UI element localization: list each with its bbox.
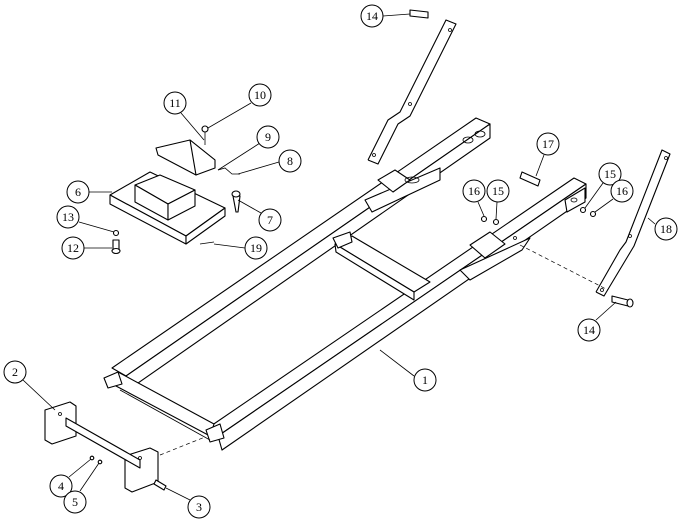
callout-label: 5 [72, 495, 78, 509]
rail-hardware [480, 171, 597, 226]
callout-7: 7 [258, 208, 282, 232]
callout-label: 17 [542, 137, 554, 151]
callout-8: 8 [278, 149, 302, 173]
callout-label: 4 [58, 479, 64, 493]
callout-label: 18 [660, 222, 672, 236]
leader-lines [22, 13, 656, 501]
callout-18: 18 [654, 217, 678, 241]
callout-label: 2 [12, 365, 18, 379]
frame-left-rail [111, 117, 491, 391]
callout-label: 6 [75, 185, 81, 199]
callout-label: 3 [196, 500, 202, 514]
callout-label: 14 [366, 9, 378, 23]
callout-5: 5 [63, 490, 87, 514]
callout-label: 19 [250, 241, 262, 255]
callout-3: 3 [187, 495, 211, 519]
callout-10: 10 [248, 83, 272, 107]
right-bracket-arm [519, 149, 671, 308]
control-box-assembly [109, 125, 241, 255]
callout-14-bottom: 14 [577, 318, 601, 342]
callout-14-top: 14 [360, 4, 384, 28]
upper-bracket-arm [367, 9, 457, 165]
callout-11: 11 [163, 91, 187, 115]
callout-label: 10 [254, 88, 266, 102]
callout-19: 19 [244, 236, 268, 260]
callout-label: 7 [267, 213, 273, 227]
callout-12: 12 [61, 236, 85, 260]
callout-label: 15 [492, 184, 504, 198]
callout-label: 12 [67, 241, 79, 255]
callout-1: 1 [413, 368, 437, 392]
callout-4: 4 [49, 474, 73, 498]
callout-13: 13 [56, 205, 80, 229]
callout-label: 14 [583, 323, 595, 337]
frame-middle-cross-member [332, 231, 431, 301]
callout-label: 16 [468, 184, 480, 198]
callout-6: 6 [66, 180, 90, 204]
callout-label: 9 [265, 130, 271, 144]
callout-label: 1 [422, 373, 428, 387]
rear-axle-assembly [44, 401, 206, 493]
callout-label: 11 [169, 96, 181, 110]
callout-15-left: 15 [486, 179, 510, 203]
callout-2: 2 [3, 360, 27, 384]
callout-16-left: 16 [462, 179, 486, 203]
callout-15-right: 15 [598, 162, 622, 186]
callout-label: 16 [616, 184, 628, 198]
callout-9: 9 [256, 125, 280, 149]
frame-front-cross-member [103, 371, 225, 443]
callout-label: 13 [62, 210, 74, 224]
callout-16-right: 16 [610, 179, 634, 203]
callout-label: 15 [604, 167, 616, 181]
callout-17: 17 [536, 132, 560, 156]
callout-label: 8 [287, 154, 293, 168]
